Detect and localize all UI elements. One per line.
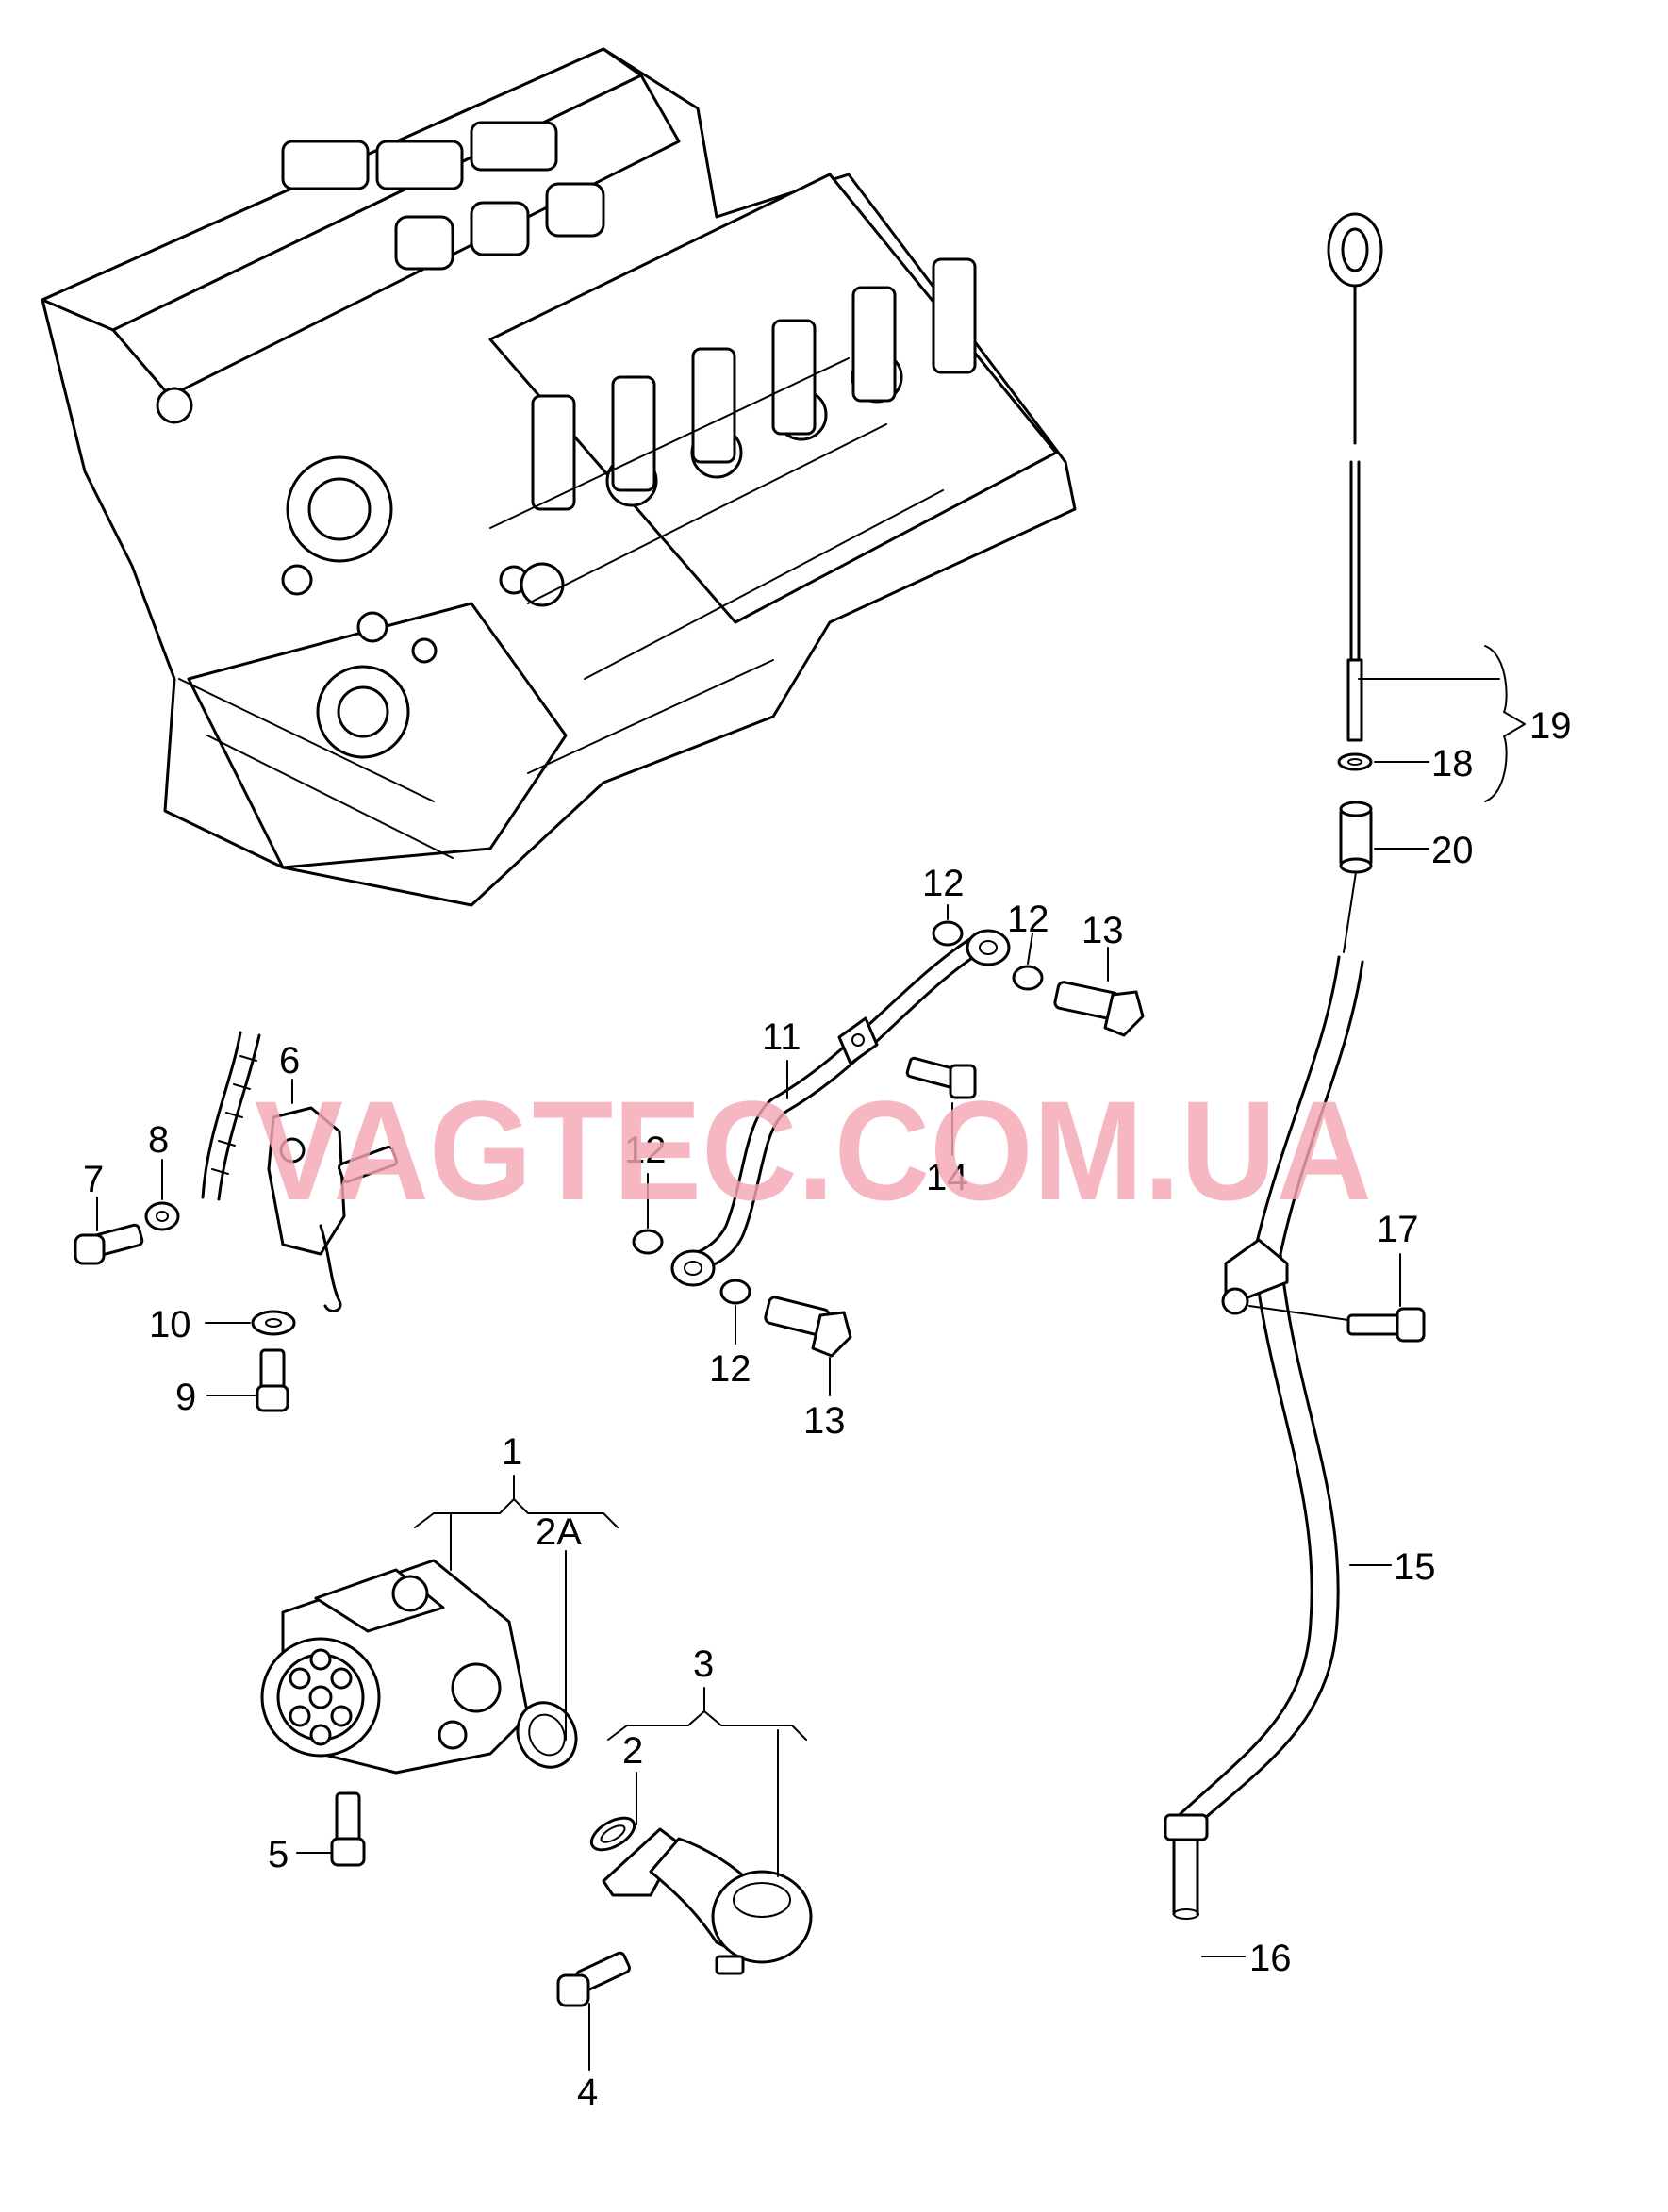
chain-tensioner-group (74, 1031, 398, 1412)
callout-3: 3 (693, 1643, 714, 1685)
oil-pump-group (260, 1559, 813, 2007)
callout-10: 10 (149, 1304, 191, 1345)
callout-12-top-right: 12 (1007, 899, 1049, 940)
callout-15: 15 (1394, 1546, 1436, 1588)
dipstick-assembly (1327, 212, 1383, 953)
callout-11: 11 (762, 1016, 801, 1058)
bolt-17 (1346, 1307, 1426, 1343)
callout-2: 2 (622, 1730, 643, 1772)
callout-12-middle: 12 (624, 1130, 667, 1171)
callout-19: 19 (1529, 705, 1572, 747)
callout-2A: 2A (536, 1511, 582, 1553)
callout-12-bottom: 12 (709, 1348, 751, 1390)
leader-lines (96, 645, 1526, 2071)
oil-line (670, 929, 1011, 1287)
callout-17: 17 (1377, 1209, 1419, 1250)
callout-16: 16 (1249, 1938, 1292, 1979)
watermark: VAGTEC.COM.UA (255, 1071, 1372, 1230)
callout-5: 5 (268, 1834, 289, 1875)
callout-4: 4 (577, 2072, 598, 2113)
callout-7: 7 (83, 1159, 104, 1200)
dipstick-guide-tube (1164, 955, 1364, 1920)
callout-13-bottom: 13 (803, 1400, 846, 1442)
callout-14: 14 (926, 1157, 968, 1198)
callout-8: 8 (148, 1119, 169, 1161)
callout-18: 18 (1431, 743, 1474, 784)
callout-1: 1 (502, 1431, 522, 1473)
banjo-bolts (764, 981, 1145, 1358)
callout-9: 9 (175, 1377, 196, 1418)
callout-6: 6 (279, 1040, 300, 1081)
callout-20: 20 (1431, 830, 1474, 871)
callout-12-top-left: 12 (922, 863, 965, 904)
engine-block (41, 47, 1077, 907)
bolt-14 (905, 1056, 977, 1099)
sealing-washers (632, 920, 1044, 1305)
callout-13-top: 13 (1082, 910, 1124, 951)
callout-labels: 1 2A 2 3 4 5 6 7 8 9 10 11 12 12 12 12 1… (83, 705, 1572, 2113)
